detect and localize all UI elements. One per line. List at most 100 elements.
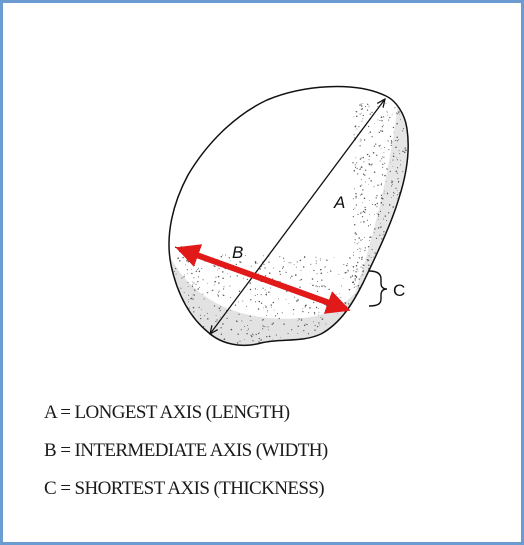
stipple-dot — [397, 178, 399, 180]
stipple-dot — [215, 315, 217, 316]
stipple-dot — [186, 269, 188, 271]
stipple-dot — [254, 301, 257, 303]
stipple-dot — [396, 159, 398, 161]
stipple-dot — [186, 259, 188, 262]
stipple-dot — [398, 182, 399, 184]
stipple-dot — [405, 186, 408, 188]
stipple-dot — [188, 320, 190, 322]
stipple-dot — [257, 289, 258, 291]
stipple-dot — [372, 152, 375, 154]
stipple-dot — [300, 278, 303, 281]
stipple-dot — [329, 307, 331, 310]
stipple-dot — [379, 144, 381, 146]
stipple-dot — [330, 270, 332, 272]
stipple-dot — [300, 319, 303, 321]
stipple-dot — [317, 280, 318, 282]
stipple-dot — [303, 324, 306, 327]
stipple-dot — [395, 241, 398, 243]
stipple-dot — [359, 145, 361, 147]
stipple-dot — [361, 211, 363, 213]
stipple-dot — [381, 183, 382, 185]
stipple-dot — [402, 150, 404, 153]
stipple-dot — [249, 282, 251, 284]
stipple-dot — [222, 277, 224, 280]
stipple-dot — [218, 267, 220, 269]
stipple-dot — [236, 275, 238, 277]
stipple-dot — [259, 332, 260, 334]
stipple-dot — [393, 232, 395, 234]
stipple-dot — [179, 314, 181, 316]
stipple-dot — [180, 333, 182, 335]
stipple-dot — [392, 180, 394, 182]
stipple-dot — [176, 302, 178, 304]
stipple-dot — [287, 332, 289, 335]
stipple-dot — [224, 254, 227, 256]
stipple-dot — [361, 108, 364, 110]
stipple-dot — [355, 197, 357, 199]
stipple-dot — [391, 180, 393, 182]
stipple-dot — [316, 290, 319, 292]
stipple-dot — [257, 332, 260, 335]
stipple-dot — [343, 263, 345, 265]
stipple-dot — [393, 131, 395, 133]
stipple-dot — [356, 243, 358, 245]
stipple-dot — [314, 324, 316, 326]
stipple-dot — [273, 267, 275, 269]
stipple-dot — [318, 314, 320, 316]
stipple-dot — [302, 310, 304, 313]
stipple-dot — [222, 254, 224, 256]
stipple-dot — [357, 213, 359, 215]
stipple-dot — [362, 271, 364, 273]
stipple-dot — [354, 207, 356, 209]
stipple-dot — [376, 195, 378, 197]
stipple-dot — [354, 279, 356, 281]
stipple-dot — [202, 279, 204, 281]
stipple-dot — [260, 339, 262, 341]
stipple-dot — [246, 305, 247, 307]
stipple-dot — [356, 115, 358, 118]
stipple-dot — [404, 273, 407, 275]
stipple-dot — [396, 113, 398, 115]
stipple-dot — [196, 327, 198, 330]
stipple-dot — [220, 255, 223, 258]
stipple-dot — [362, 270, 364, 272]
axis-c-brace — [368, 270, 388, 307]
stipple-dot — [399, 247, 401, 249]
stipple-dot — [194, 289, 196, 291]
stipple-dot — [307, 333, 310, 335]
stipple-dot — [289, 277, 292, 279]
stipple-dot — [357, 285, 360, 287]
stipple-dot — [376, 212, 378, 214]
stipple-dot — [260, 302, 263, 304]
stipple-dot — [361, 270, 363, 272]
stipple-dot — [324, 266, 325, 268]
stipple-dot — [385, 271, 387, 273]
stipple-dot — [398, 113, 400, 115]
stipple-dot — [374, 123, 376, 125]
stipple-dot — [380, 202, 383, 204]
stipple-dot — [402, 130, 404, 132]
stipple-dot — [187, 286, 189, 288]
stipple-dot — [392, 241, 395, 243]
stipple-dot — [191, 272, 193, 275]
stipple-dot — [297, 325, 299, 327]
stipple-dot — [342, 278, 344, 280]
stipple-dot — [187, 281, 189, 284]
stipple-dot — [368, 133, 370, 135]
stipple-dot — [361, 193, 363, 195]
stipple-dot — [180, 287, 182, 289]
stipple-dot — [346, 271, 348, 273]
stipple-dot — [264, 275, 267, 277]
stipple-dot — [388, 149, 390, 151]
stipple-dot — [250, 265, 252, 267]
stipple-dot — [382, 234, 384, 236]
stipple-dot — [388, 204, 391, 206]
stipple-dot — [396, 254, 398, 256]
stipple-dot — [305, 323, 306, 325]
stipple-dot — [359, 312, 361, 315]
stipple-dot — [199, 332, 201, 334]
stipple-dot — [238, 313, 240, 315]
stipple-dot — [360, 194, 362, 196]
stipple-dot — [320, 268, 322, 271]
stipple-dot — [385, 102, 387, 104]
